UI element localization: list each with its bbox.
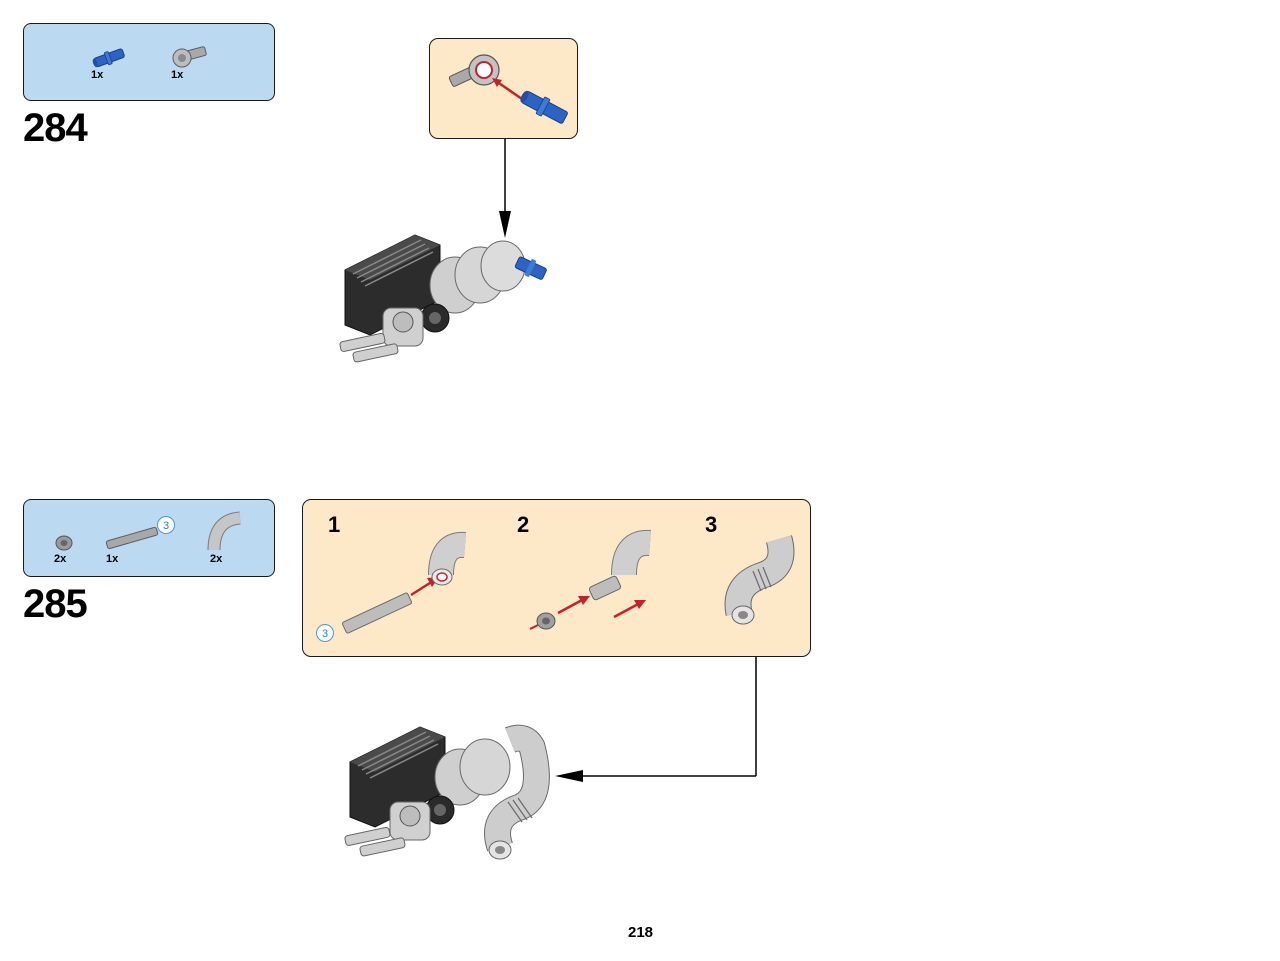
step-284-model-icon — [339, 234, 547, 363]
step-285-part-1-qty: 2x — [54, 553, 67, 565]
substep-1-number: 1 — [328, 512, 341, 537]
step-284-parts-box: 1x 1x — [23, 23, 275, 101]
pin-into-connector-icon — [448, 54, 568, 124]
substep-1-axle-into-hose-icon — [341, 531, 467, 634]
axle-length-badge: 3 — [157, 516, 175, 534]
gray-bush-icon — [55, 535, 73, 551]
substep-3-number: 3 — [705, 512, 718, 537]
gray-hose-elbow-icon — [207, 511, 241, 551]
substep-3-hose-assembly-icon — [724, 535, 795, 625]
gray-axle-icon — [105, 526, 159, 550]
step-285-part-3-qty: 2x — [210, 553, 223, 565]
gray-pin-connector-icon — [172, 46, 207, 68]
step-285-parts-box: 2x 3 1x 2x — [23, 499, 275, 577]
step-285-model-icon — [344, 724, 550, 860]
step-285-part-2-qty: 1x — [106, 553, 119, 565]
step-284-callout-arrow — [499, 139, 511, 238]
substep-2-bush-onto-hose-icon — [529, 529, 651, 630]
step-284-part-2-qty: 1x — [171, 69, 184, 81]
step-285-callout-arrow — [555, 657, 757, 782]
step-285-number: 285 — [23, 582, 88, 626]
substep-1-length-badge: 3 — [316, 624, 334, 642]
blue-axle-pin-icon — [92, 48, 125, 68]
step-284-number: 284 — [23, 106, 88, 150]
page-number: 218 — [628, 924, 654, 941]
substep-2-number: 2 — [517, 512, 530, 537]
step-284-callout — [429, 38, 578, 139]
step-284-part-1-qty: 1x — [91, 69, 104, 81]
step-285-callout: 1 3 2 3 — [302, 499, 811, 657]
